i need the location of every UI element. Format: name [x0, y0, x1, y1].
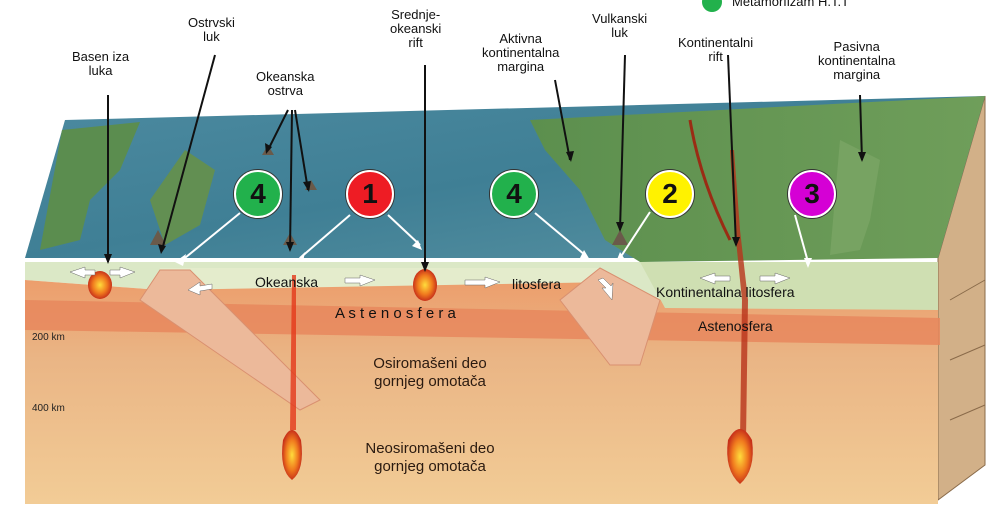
label-kontinentalni-rift: Kontinentalni rift [678, 36, 753, 64]
label-srednje-okeanski-rift: Srednje- okeanski rift [390, 8, 441, 50]
label-okeanska: Okeanska [255, 274, 318, 290]
badge-4-ocean: 4 [234, 170, 282, 218]
label-kontinentalna-litosfera: Kontinentalna litosfera [656, 284, 795, 300]
label-astenosfera-spaced: A s t e n o s f e r a [335, 305, 456, 322]
badge-4-active-margin: 4 [490, 170, 538, 218]
depth-200-label: 200 km [32, 332, 65, 343]
label-vulkanski-luk: Vulkanski luk [592, 12, 647, 40]
ridge-magma [413, 269, 437, 301]
label-pasivna-kontinentalna-margina: Pasivna kontinentalna margina [818, 40, 895, 82]
label-okeanska-ostrva: Okeanska ostrva [256, 70, 315, 98]
badge-3-passive-margin: 3 [788, 170, 836, 218]
label-osiromaseni: Osiromašeni deo gornjeg omotača [355, 355, 505, 391]
label-astenosfera: Astenosfera [698, 318, 773, 334]
label-ostrvski-luk: Ostrvski luk [188, 16, 235, 44]
label-metamorfizam: Metamorfizam H.T.T [732, 0, 849, 9]
top-right-legend-marker [702, 0, 722, 12]
badge-2-volcanic-arc: 2 [646, 170, 694, 218]
badge-1-ridge: 1 [346, 170, 394, 218]
label-aktivna-kontinentalna-margina: Aktivna kontinentalna margina [482, 32, 559, 74]
depth-400-label: 400 km [32, 403, 65, 414]
label-basen-iza-luka: Basen iza luka [72, 50, 129, 78]
label-neosiromaseni: Neosiromašeni deo gornjeg omotača [355, 440, 505, 476]
label-litosfera: litosfera [512, 276, 561, 292]
